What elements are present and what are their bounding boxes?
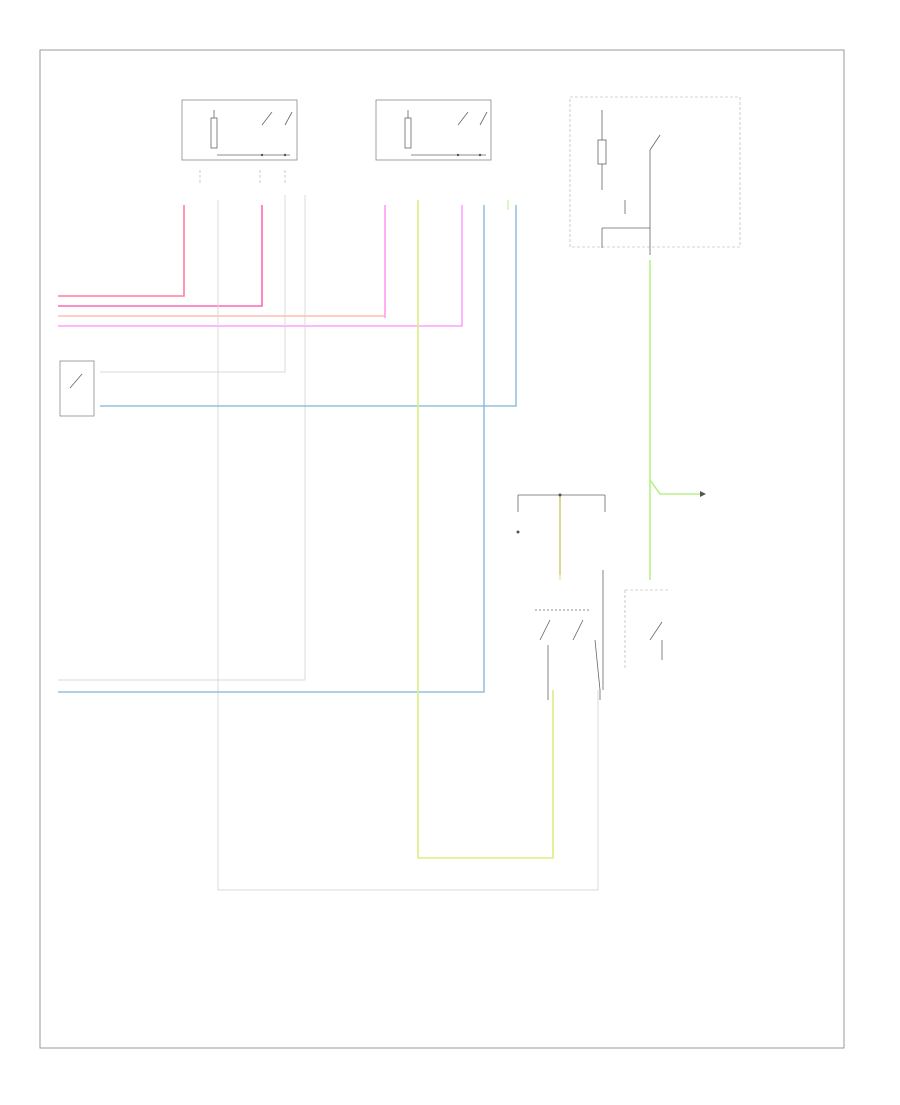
ground-icon [547,690,601,700]
switch-contact-icon [411,111,488,157]
switch-contact-icon [539,619,551,641]
seat-relay-switch [624,589,670,670]
wire-magenta-4 [58,205,463,327]
passenger-switch [59,360,95,417]
switch-contact-icon [69,373,83,389]
arrow-icon [700,491,706,497]
wire-gray-ground [217,200,599,891]
heating-element-icon [404,110,412,149]
switch-contact-icon [649,134,661,151]
junction-cluster [516,493,606,534]
wire-pink-2 [58,205,263,307]
switch-contact-icon [649,621,663,641]
wire-green-branch [649,479,700,495]
switch-contact-icon [217,111,293,157]
wire-gray-1 [100,195,286,373]
wire-blue-1 [100,205,517,407]
wire-yellow-green [417,200,554,859]
left-seat-heater [181,99,298,185]
relay-switch [535,570,604,691]
wire-gray-2 [58,195,306,681]
heating-element-icon [597,139,607,165]
heating-element-icon [210,110,218,149]
right-seat-heater [375,99,492,161]
wire-salmon-3 [58,205,386,317]
wire-red-1 [58,205,185,297]
page-frame [39,49,845,1049]
wire-blue-2 [58,205,485,693]
relay-box [569,96,741,255]
